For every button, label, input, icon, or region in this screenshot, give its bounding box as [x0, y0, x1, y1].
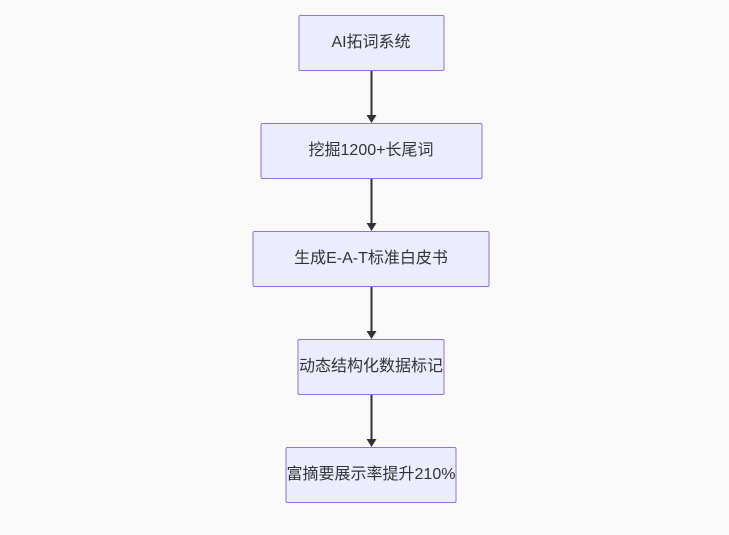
- node-label: 动态结构化数据标记: [298, 358, 443, 375]
- node-label: AI拓词系统: [331, 34, 411, 51]
- arrow-down-icon: [366, 115, 376, 123]
- arrow-line: [370, 287, 372, 331]
- arrow-down-icon: [366, 331, 376, 339]
- arrow-line: [370, 395, 372, 439]
- flow-edge-3: [366, 287, 376, 339]
- flowchart: AI拓词系统 挖掘1200+长尾词 生成E-A-T标准白皮书 动态结构化数据标记: [252, 15, 490, 503]
- node-label: 生成E-A-T标准白皮书: [294, 250, 448, 267]
- flow-node-structured-data-markup: 动态结构化数据标记: [297, 339, 444, 395]
- arrow-down-icon: [366, 439, 376, 447]
- flow-node-rich-snippet-result: 富摘要展示率提升210%: [285, 447, 457, 503]
- flow-node-eat-whitepaper: 生成E-A-T标准白皮书: [252, 231, 490, 287]
- flow-edge-1: [366, 71, 376, 123]
- node-label: 富摘要展示率提升210%: [286, 466, 456, 483]
- flow-edge-4: [366, 395, 376, 447]
- arrow-line: [370, 71, 372, 115]
- flow-node-ai-keyword-system: AI拓词系统: [298, 15, 444, 71]
- node-label: 挖掘1200+长尾词: [308, 142, 434, 159]
- flow-node-longtail-mining: 挖掘1200+长尾词: [260, 123, 482, 179]
- arrow-down-icon: [366, 223, 376, 231]
- arrow-line: [370, 179, 372, 223]
- flow-edge-2: [366, 179, 376, 231]
